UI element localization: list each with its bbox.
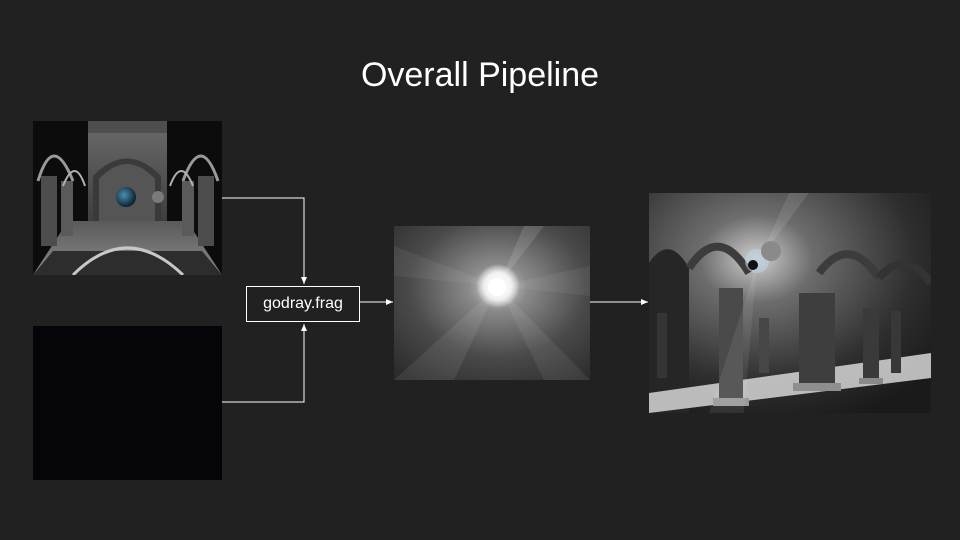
final-result-image [649,193,931,413]
mask-to-shader-arrow [222,324,307,403]
slide-title: Overall Pipeline [360,56,600,94]
scene-render-image [33,121,222,275]
godray-shader-node: godray.frag [246,286,360,322]
occlusion-mask-image [33,326,222,480]
godray-output-image [394,226,590,380]
scene-to-shader-arrow [222,197,307,284]
